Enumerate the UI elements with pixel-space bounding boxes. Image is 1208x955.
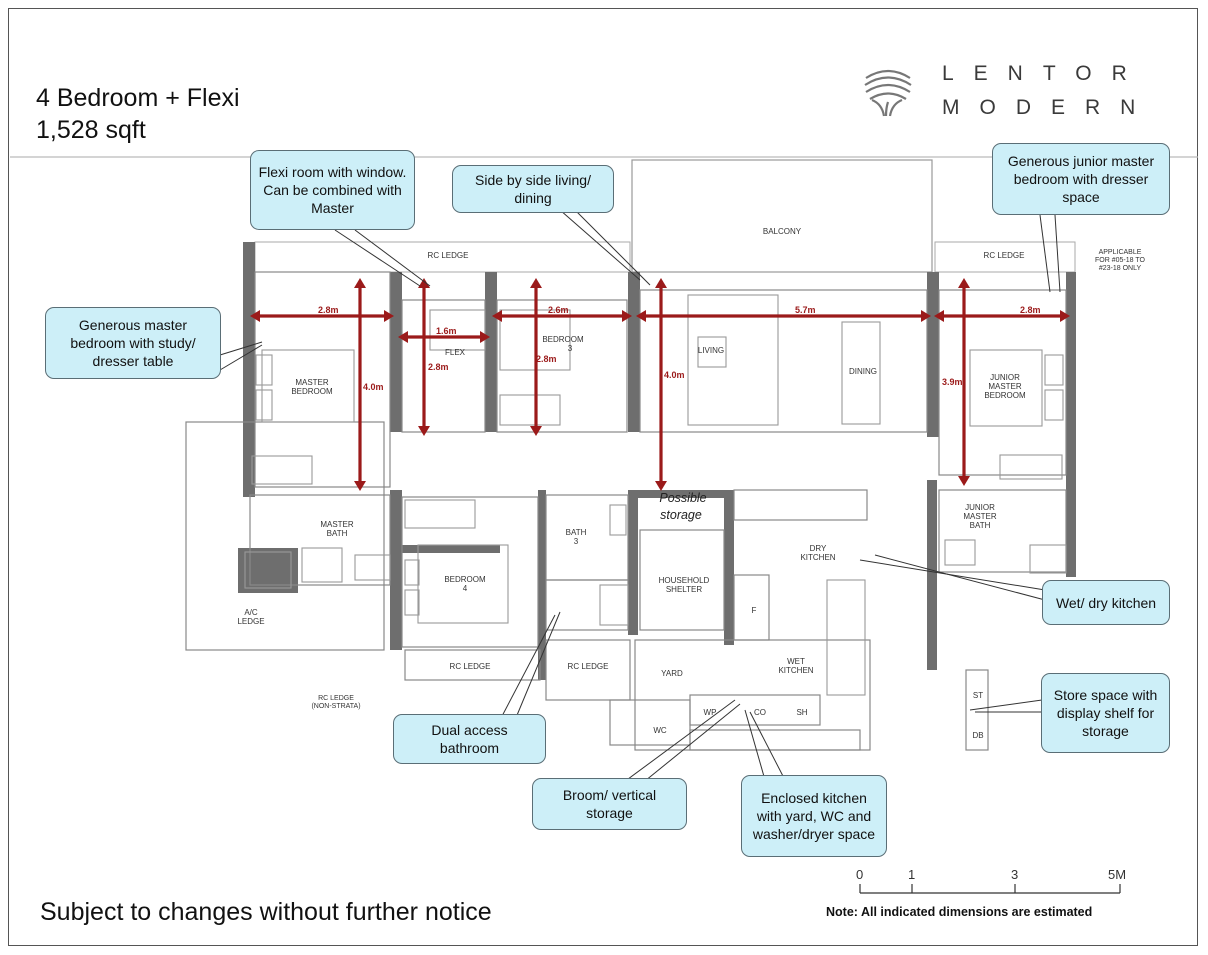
callout-pointers <box>219 209 1061 786</box>
label-bath3-1: BATH <box>566 528 587 537</box>
dim-flex-width: 1.6m <box>436 326 457 336</box>
label-st: ST <box>973 691 983 700</box>
label-bath3-2: 3 <box>574 537 579 546</box>
label-rc-ledge-ns-2: (NON-STRATA) <box>311 703 360 710</box>
label-flex: FLEX <box>445 348 466 357</box>
scale-label-1: 1 <box>908 867 916 882</box>
label-applicable-3: #23-18 ONLY <box>1099 265 1142 272</box>
unit-title: 4 Bedroom + Flexi 1,528 sqft <box>36 82 240 146</box>
label-ac-ledge-1: A/C <box>244 608 258 617</box>
label-master-bath-1: MASTER <box>320 520 354 529</box>
callout-store: Store space with display shelf for stora… <box>1041 673 1170 753</box>
label-rc-ledge-ns-1: RC LEDGE <box>318 695 354 702</box>
furniture <box>244 294 1067 696</box>
label-dry-kitchen-2: KITCHEN <box>800 553 835 562</box>
scale-label-3: 3 <box>1011 867 1019 882</box>
unit-type: 4 Bedroom + Flexi <box>36 84 240 112</box>
dim-junior-height: 3.9m <box>942 377 963 387</box>
dim-junior-width: 2.8m <box>1020 305 1041 315</box>
label-applicable-2: FOR #05-18 TO <box>1095 257 1145 264</box>
label-bedroom3-2: 3 <box>568 344 573 353</box>
label-junior-master-1: JUNIOR <box>990 373 1020 382</box>
label-ac-ledge-2: LEDGE <box>237 617 264 626</box>
label-household-shelter-1: HOUSEHOLD <box>659 576 710 585</box>
label-bedroom4-2: 4 <box>463 584 468 593</box>
label-rc-ledge-1: RC LEDGE <box>428 251 469 260</box>
label-fridge: F <box>752 606 757 615</box>
label-bedroom3-1: BEDROOM <box>542 335 584 344</box>
label-master-bath-2: BATH <box>327 529 348 538</box>
label-yard: YARD <box>661 669 683 678</box>
label-rc-ledge-2: RC LEDGE <box>984 251 1025 260</box>
label-wc: WC <box>653 726 667 735</box>
scale-bar <box>859 884 1121 894</box>
label-household-shelter-2: SHELTER <box>666 585 703 594</box>
label-wet-kitchen-2: KITCHEN <box>778 666 813 675</box>
label-wp: WP <box>704 708 717 717</box>
label-possible-storage-2: storage <box>660 508 702 522</box>
logo-line-1: LENTOR <box>942 62 1147 85</box>
disclaimer-text: Subject to changes without further notic… <box>40 898 492 926</box>
callout-broom: Broom/ vertical storage <box>532 778 687 830</box>
label-applicable-1: APPLICABLE <box>1099 249 1142 256</box>
dimension-arrows <box>256 284 1064 485</box>
label-co: CO <box>754 708 766 717</box>
tree-logo-icon <box>864 69 912 117</box>
walls <box>238 242 1076 680</box>
label-sh: SH <box>796 708 807 717</box>
scale-label-5m: 5M <box>1108 867 1127 882</box>
label-wet-kitchen-1: WET <box>787 657 805 666</box>
label-junior-bath-3: BATH <box>970 521 991 530</box>
label-master-bedroom-1: MASTER <box>295 378 329 387</box>
dimension-arrowheads <box>250 278 1070 491</box>
label-dining: DINING <box>849 367 877 376</box>
scale-label-0: 0 <box>856 867 864 882</box>
dim-living-width: 5.7m <box>795 305 816 315</box>
callout-dual-access: Dual access bathroom <box>393 714 546 764</box>
balcony-area <box>631 159 933 273</box>
dim-living-height: 4.0m <box>664 370 685 380</box>
label-junior-bath-2: MASTER <box>963 512 997 521</box>
dim-master-width: 2.8m <box>318 305 339 315</box>
unit-area: 1,528 sqft <box>36 116 146 144</box>
label-bedroom4-1: BEDROOM <box>444 575 486 584</box>
label-living: LIVING <box>698 346 724 355</box>
label-junior-master-2: MASTER <box>988 382 1022 391</box>
label-dry-kitchen-1: DRY <box>810 544 827 553</box>
dim-master-height: 4.0m <box>363 382 384 392</box>
dimensions-note: Note: All indicated dimensions are estim… <box>826 905 1093 919</box>
partitions <box>185 271 1067 751</box>
label-junior-bath-1: JUNIOR <box>965 503 995 512</box>
dim-flex-height: 2.8m <box>428 362 449 372</box>
callout-side-by-side: Side by side living/ dining <box>452 165 614 213</box>
callout-junior-master: Generous junior master bedroom with dres… <box>992 143 1170 215</box>
rc-ledge-top-right <box>934 241 1076 273</box>
label-possible-storage-1: Possible <box>659 491 706 505</box>
page-frame <box>8 8 1198 946</box>
logo-line-2: MODERN <box>942 96 1156 119</box>
callout-master: Generous master bedroom with study/ dres… <box>45 307 221 379</box>
label-junior-master-3: BEDROOM <box>984 391 1026 400</box>
callout-flexi: Flexi room with window. Can be combined … <box>250 150 415 230</box>
label-rc-ledge-4: RC LEDGE <box>568 662 609 671</box>
label-balcony: BALCONY <box>763 227 802 236</box>
lentor-modern-logo: LENTOR MODERN <box>862 60 1162 124</box>
label-rc-ledge-3: RC LEDGE <box>450 662 491 671</box>
label-db: DB <box>972 731 983 740</box>
callout-enclosed-kitchen: Enclosed kitchen with yard, WC and washe… <box>741 775 887 857</box>
dim-bed3-width: 2.6m <box>548 305 569 315</box>
dim-bed3-height: 2.8m <box>536 354 557 364</box>
label-master-bedroom-2: BEDROOM <box>291 387 333 396</box>
callout-wet-dry: Wet/ dry kitchen <box>1042 580 1170 625</box>
